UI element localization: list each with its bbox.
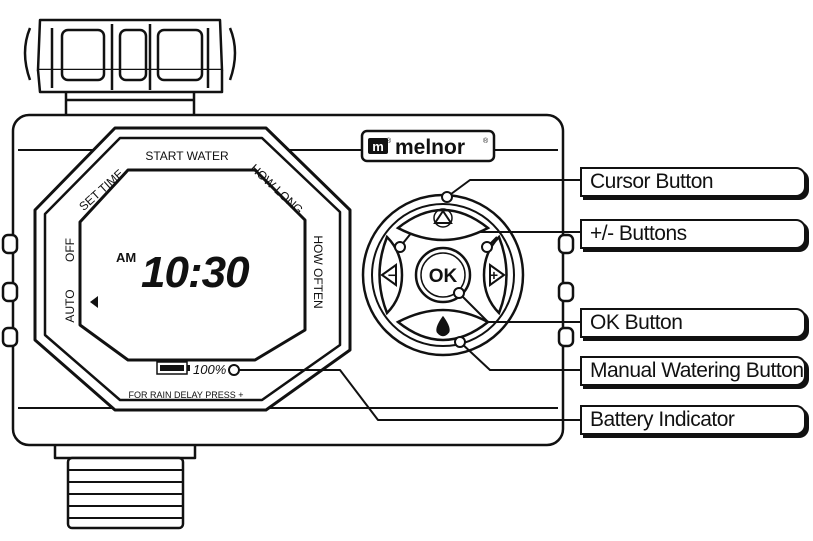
cursor-button[interactable]: [395, 208, 491, 242]
callout-plus-minus-buttons: +/- Buttons: [580, 219, 806, 249]
cursor-arrow-icon: [433, 209, 453, 224]
manual-watering-button[interactable]: [395, 308, 491, 342]
callout-ok-button: OK Button: [580, 308, 806, 338]
water-drop-icon: [436, 315, 450, 337]
display-time: 10:30: [141, 248, 250, 297]
battery-icon: [156, 361, 190, 375]
brand-registered: ®: [483, 137, 489, 145]
bottom-coupling: [53, 445, 197, 530]
callout-dots: [228, 191, 493, 376]
display-meridiem: AM: [116, 250, 136, 265]
rain-delay-hint: FOR RAIN DELAY PRESS +: [129, 390, 244, 400]
ok-label: OK: [429, 266, 458, 287]
brand-badge: [360, 129, 496, 163]
battery-percent: 100%: [193, 362, 226, 377]
brand-mark-glyph: m: [372, 139, 384, 154]
plus-arrow-icon: [489, 263, 506, 287]
label-how-often: HOW OFTEN: [311, 235, 325, 308]
top-coupling: [23, 18, 237, 115]
plus-button[interactable]: +: [482, 234, 508, 316]
label-off: OFF: [63, 238, 77, 262]
callout-battery-indicator: Battery Indicator: [580, 405, 806, 435]
brand-logo: m ® melnor ®: [368, 136, 489, 159]
minus-button[interactable]: −: [378, 234, 404, 316]
auto-pointer-icon: [90, 296, 98, 308]
plus-symbol: +: [490, 267, 498, 283]
callout-manual-watering-button: Manual Watering Button: [580, 356, 806, 386]
label-start-water: START WATER: [145, 149, 229, 163]
callout-leaders: [234, 179, 582, 421]
brand-name: melnor: [395, 136, 465, 159]
label-auto: AUTO: [63, 289, 77, 322]
minus-symbol: −: [388, 267, 396, 283]
brand-mark-registered: ®: [386, 137, 392, 145]
callout-cursor-button: Cursor Button: [580, 167, 806, 197]
display-bezel: [33, 126, 352, 412]
minus-arrow-icon: [380, 263, 397, 287]
